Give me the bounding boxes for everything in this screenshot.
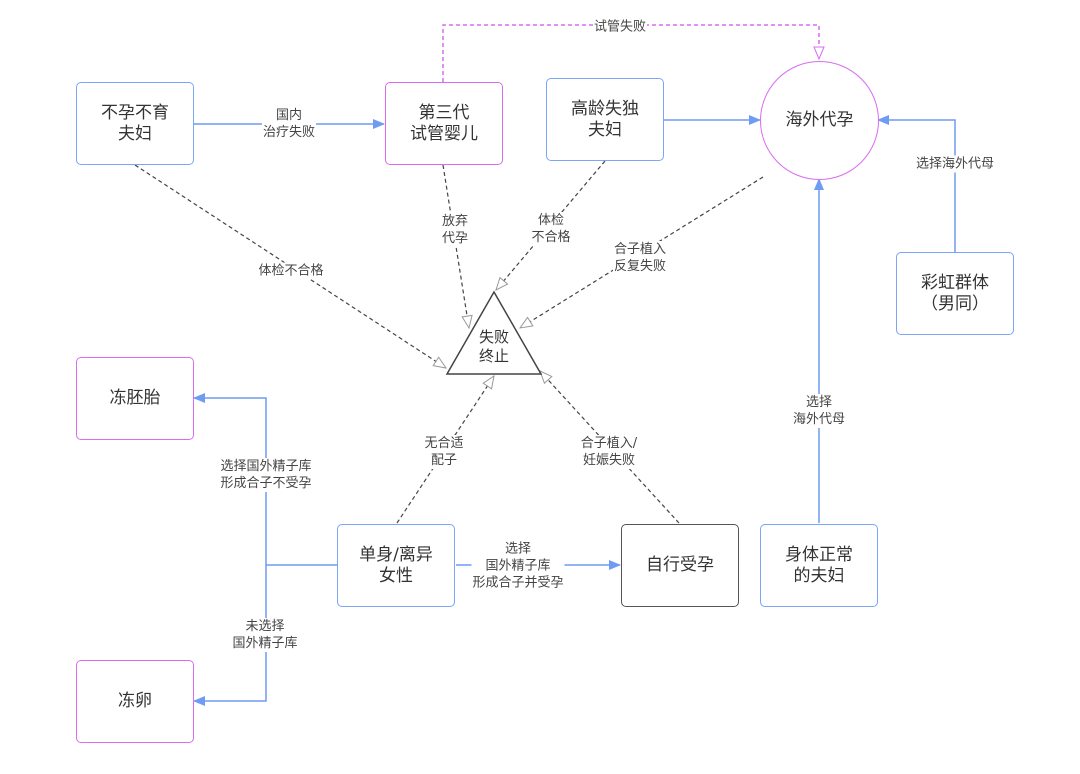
failure-end-triangle[interactable] — [445, 290, 543, 375]
edge-implant-pregnancy-failure — [540, 371, 680, 524]
edge-label-implant-repeated-failure: 合子植入 反复失败 — [612, 241, 668, 275]
edge-label-choose-overseas-surrogate-rainbow: 选择海外代母 — [914, 155, 996, 173]
edge-label-choose-overseas-surrogate-healthy: 选择 海外代母 — [791, 394, 847, 428]
edge-label-choose-foreign-bank-pregnant: 选择 国外精子库 形成合子并受孕 — [471, 540, 565, 592]
edge-label-implant-pregnancy-failure: 合子植入/ 妊娠失败 — [579, 435, 639, 469]
node-frozen-embryo[interactable]: 冻胚胎 — [76, 357, 194, 440]
node-single-divorced-women[interactable]: 单身/离异 女性 — [337, 524, 455, 607]
edge-no-suitable-match — [396, 376, 494, 524]
node-elderly-bereaved-couple[interactable]: 高龄失独 夫妇 — [546, 78, 664, 161]
node-ivf-third-gen[interactable]: 第三代 试管婴儿 — [385, 82, 503, 165]
edge-label-domestic-treatment-failed: 国内 治疗失败 — [261, 107, 317, 141]
edge-rainbow-to-surrogacy — [877, 115, 956, 252]
node-overseas-surrogacy[interactable]: 海外代孕 — [760, 61, 879, 180]
edge-label-medical-check-failed-1: 体检不合格 — [257, 262, 325, 280]
node-self-pregnancy[interactable]: 自行受孕 — [621, 524, 739, 607]
node-failure-end-label: 失败 终止 — [478, 328, 510, 365]
edge-label-abandon-surrogacy: 放弃 代孕 — [440, 213, 470, 247]
edge-to-frozen-egg — [193, 565, 267, 706]
edge-label-medical-check-failed-2: 体检 不合格 — [530, 212, 572, 246]
edge-label-no-suitable-match: 无合适 配子 — [423, 435, 465, 469]
node-healthy-couple[interactable]: 身体正常 的夫妇 — [760, 524, 878, 607]
edge-to-frozen-embryo — [193, 393, 267, 565]
edge-label-ivf-failed: 试管失败 — [592, 18, 648, 36]
node-infertile-couple[interactable]: 不孕不育 夫妇 — [76, 82, 194, 165]
edge-label-no-foreign-bank: 未选择 国外精子库 — [231, 618, 299, 652]
node-frozen-egg[interactable]: 冻卵 — [76, 660, 194, 743]
node-rainbow-group[interactable]: 彩虹群体 （男同） — [896, 252, 1014, 335]
edge-label-choose-foreign-bank-no-pregnancy: 选择国外精子库 形成合子不受孕 — [219, 458, 313, 492]
